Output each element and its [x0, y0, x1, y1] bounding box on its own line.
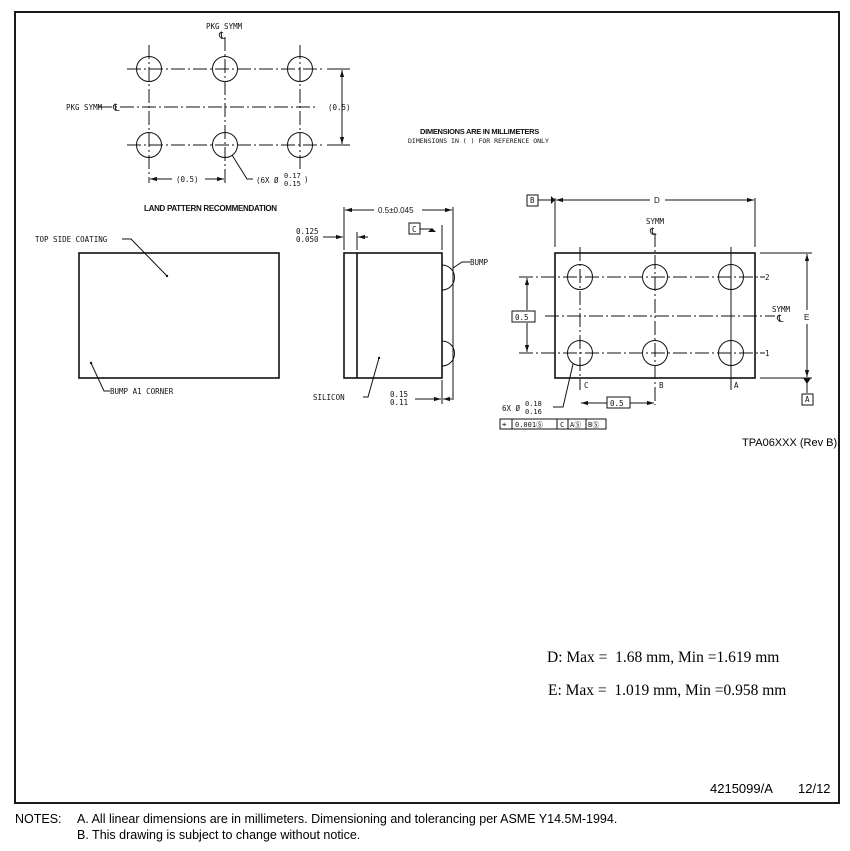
solder-ball	[642, 340, 668, 366]
dimension-d-values: D: Max = 1.68 mm, Min =1.619 mm	[547, 649, 780, 666]
side-view	[323, 207, 470, 404]
col-label-c: C	[584, 381, 589, 390]
datum-a-label: A	[805, 395, 810, 404]
coating-min-label: 0.050	[296, 235, 319, 244]
top-view	[78, 238, 280, 392]
col-label-a: A	[734, 381, 739, 390]
pad-dia-min: 0.15	[284, 180, 301, 188]
land-pitch-y-label: (0.5)	[328, 103, 351, 112]
land-pattern-title: LAND PATTERN RECOMMENDATION	[144, 204, 277, 213]
solder-ball	[642, 264, 668, 290]
solder-ball	[567, 340, 593, 366]
bump	[441, 340, 455, 367]
dimensions-note-line1: DIMENSIONS ARE IN MILLIMETERS	[420, 127, 539, 136]
pitch-y-label: 0.5	[515, 313, 529, 322]
note-item: B. This drawing is subject to change wit…	[77, 828, 361, 842]
ball-callout-prefix: 6X Ø	[502, 404, 521, 413]
dim-d-label: D	[654, 196, 660, 205]
top-view-outline	[78, 252, 280, 379]
solder-ball	[718, 264, 744, 290]
fcf-datum-b: BⓈ	[588, 421, 599, 429]
bump-a1-corner-leader	[90, 362, 110, 392]
datum-c-box	[408, 222, 421, 235]
row-label-1: 1	[765, 349, 770, 358]
dimension-e-values: E: Max = 1.019 mm, Min =0.958 mm	[548, 682, 787, 699]
top-side-coating-label: TOP SIDE COATING	[35, 235, 108, 244]
dimensions-note-line2: DIMENSIONS IN ( ) FOR REFERENCE ONLY	[408, 137, 549, 145]
symm-right-label: SYMM	[772, 305, 791, 314]
bump-label: BUMP	[470, 258, 489, 267]
coating-max-label: 0.125	[296, 227, 319, 236]
ball-dia-max: 0.18	[525, 400, 542, 408]
feature-control-frame	[499, 418, 607, 430]
thickness-label: 0.5±0.045	[378, 206, 414, 215]
bump-leader	[452, 261, 470, 269]
datum-a-box	[801, 393, 814, 406]
land-pad	[212, 132, 238, 158]
drawing-reference: TPA06XXX (Rev B)	[742, 437, 838, 449]
land-pattern-view	[98, 37, 350, 183]
datum-b-label: B	[530, 196, 535, 205]
top-side-coating-leader	[122, 238, 168, 277]
dim-e-label: E	[804, 313, 809, 322]
land-pad	[212, 56, 238, 82]
notes-label: NOTES:	[15, 812, 62, 826]
bump	[441, 264, 455, 291]
bump-height-max: 0.15	[390, 390, 408, 399]
centerline-symbol-top: ℄	[218, 31, 226, 42]
drawing-frame	[14, 11, 840, 804]
land-pad	[136, 56, 162, 82]
fcf-position-symbol: ⌖	[502, 420, 507, 429]
bump-height-min: 0.11	[390, 398, 408, 407]
solder-ball	[567, 264, 593, 290]
ball-callout-leader	[553, 363, 574, 408]
page-number: 12/12	[798, 781, 831, 796]
ball-dia-min: 0.16	[525, 408, 542, 416]
col-label-b: B	[659, 381, 664, 390]
document-number: 4215099/A	[710, 781, 773, 796]
pitch-y-box	[511, 310, 536, 323]
symm-top-label: SYMM	[646, 217, 665, 226]
pad-callout-leader	[231, 154, 253, 180]
land-pitch-x-label: (0.5)	[176, 175, 199, 184]
solder-ball	[718, 340, 744, 366]
silicon-label: SILICON	[313, 393, 345, 402]
bottom-view	[499, 194, 814, 430]
pitch-x-label: 0.5	[610, 399, 624, 408]
fcf-datum-a: AⓈ	[570, 421, 581, 429]
land-pad	[287, 56, 313, 82]
pkg-symm-top-label: PKG SYMM	[206, 22, 243, 31]
bump-a1-corner-label: BUMP A1 CORNER	[110, 387, 174, 396]
land-pad	[136, 132, 162, 158]
centerline-symbol-left: ℄	[112, 103, 120, 114]
pad-dia-max: 0.17	[284, 172, 301, 180]
land-pattern-text: PKG SYMM ℄ PKG SYMM ℄ (0.5) (0.5) (6X Ø …	[66, 22, 549, 213]
row-label-2: 2	[765, 273, 770, 282]
symm-right-centerline-symbol: ℄	[776, 314, 784, 325]
note-item: A. All linear dimensions are in millimet…	[77, 812, 618, 826]
symm-top-centerline-symbol: ℄	[649, 227, 657, 238]
fcf-datum-c: C	[560, 421, 564, 429]
pitch-x-box	[606, 396, 631, 409]
fcf-tolerance: 0.001Ⓢ	[515, 421, 543, 429]
land-pad	[287, 132, 313, 158]
silicon-leader	[363, 357, 380, 398]
pad-callout-prefix: (6X Ø	[256, 176, 279, 185]
silicon-body	[343, 252, 443, 379]
pkg-symm-left-label: PKG SYMM	[66, 103, 103, 112]
datum-c-label: C	[412, 225, 417, 234]
pad-callout-suffix: )	[304, 175, 309, 184]
